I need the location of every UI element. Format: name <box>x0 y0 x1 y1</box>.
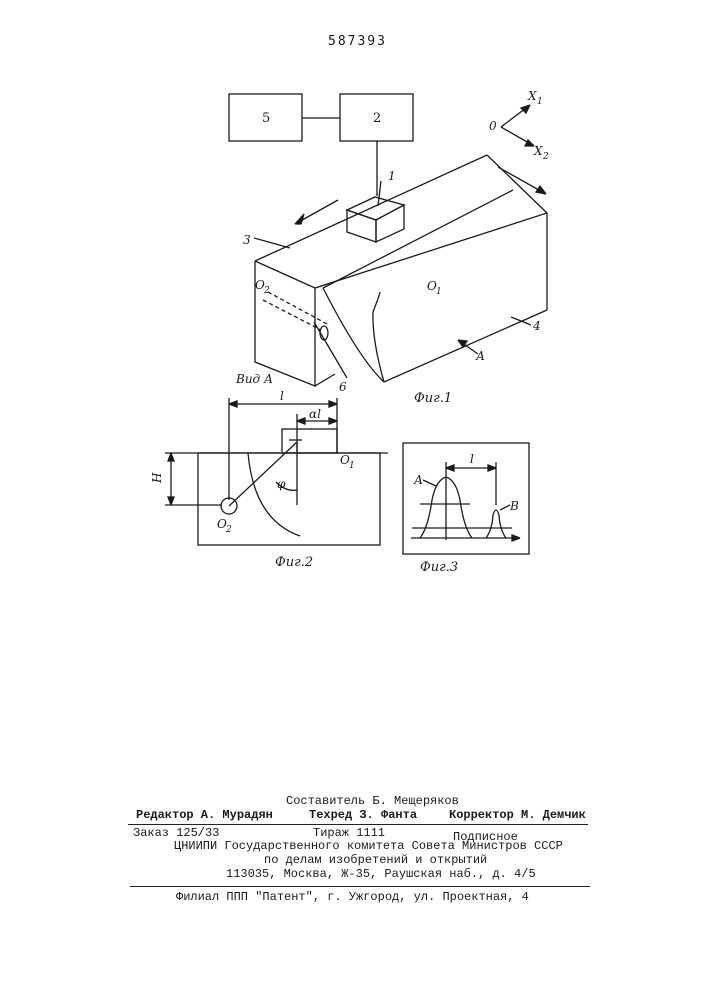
compiler-line: Составитель Б. Мещеряков <box>286 794 459 808</box>
peak-b <box>486 510 506 538</box>
dim-alpha-l-label: αl <box>309 407 321 421</box>
label-o1-sub: 1 <box>436 287 442 297</box>
axis-x2-sub: 2 <box>542 152 549 162</box>
axis-x1-label: Х <box>527 89 537 103</box>
techred-line: Техред З. Фанта <box>309 808 417 822</box>
block-5-label: 5 <box>262 111 270 126</box>
defect-axis-dashed-2 <box>268 292 327 324</box>
workpiece-top-middle <box>323 190 513 288</box>
dim-l-label: l <box>470 452 474 466</box>
workpiece-top-back <box>255 155 487 261</box>
label-4: 4 <box>532 319 541 333</box>
branch-line: Филиал ППП "Патент", г. Ужгород, ул. Про… <box>176 890 529 904</box>
axis-x1-sub: 1 <box>537 97 543 107</box>
label-o2-sub: 2 <box>263 286 270 296</box>
label-3: 3 <box>243 233 251 247</box>
cylindrical-surface-arc <box>248 453 300 536</box>
cylindrical-face-edge <box>323 288 384 382</box>
patent-drawings: 5 2 <box>0 0 707 600</box>
colophon-rule-top <box>128 824 588 825</box>
angle-phi-label: φ <box>277 477 286 491</box>
label-o1-sub: 1 <box>349 461 355 471</box>
figure-1: 5 2 <box>229 89 549 406</box>
label-arrow-a: А <box>475 349 485 363</box>
colophon-rule-bottom <box>130 886 590 887</box>
block-2-label: 2 <box>373 111 381 126</box>
view-a-label: Вид А <box>235 372 273 386</box>
org-line-1: ЦНИИПИ Государственного комитета Совета … <box>174 839 563 853</box>
figure-3-caption: Фиг.3 <box>420 560 458 575</box>
axis-origin-label: 0 <box>489 119 497 133</box>
defect-leader <box>314 322 347 378</box>
transducer-side <box>376 205 404 242</box>
beam-line <box>229 442 297 506</box>
corrector-line: Корректор М. Демчик <box>449 808 586 822</box>
peak-b-label: В <box>509 499 519 513</box>
curved-front <box>373 292 384 382</box>
order-line: Заказ 125/33 <box>133 826 219 840</box>
leader-3 <box>254 238 290 248</box>
dim-h-label: Н <box>150 472 164 484</box>
figure-2-caption: Фиг.2 <box>275 555 313 570</box>
front-joint <box>315 374 335 386</box>
defect-axis-dashed-1 <box>263 300 321 330</box>
editor-line: Редактор А. Мурадян <box>136 808 273 822</box>
label-6: 6 <box>339 380 347 394</box>
address-line: 113035, Москва, Ж-35, Раушская наб., д. … <box>226 867 536 881</box>
dim-l-label: l <box>280 389 284 403</box>
circulation-line: Тираж 1111 <box>313 826 385 840</box>
figure-3: А В l Фиг.3 <box>403 443 529 575</box>
transducer-section <box>282 429 337 453</box>
leader-1 <box>378 181 381 206</box>
transducer-front <box>347 210 376 242</box>
figure-1-caption: Фиг.1 <box>414 391 452 406</box>
peak-a-label: А <box>413 473 423 487</box>
label-o2-sub: 2 <box>225 525 232 535</box>
figure-2: l αl Н φ О 1 О 2 Фиг.2 <box>150 389 388 570</box>
org-line-2: по делам изобретений и открытий <box>264 853 487 867</box>
transducer-top <box>347 197 404 220</box>
axis-x2-label: Х <box>533 144 543 158</box>
label-1: 1 <box>388 169 396 183</box>
